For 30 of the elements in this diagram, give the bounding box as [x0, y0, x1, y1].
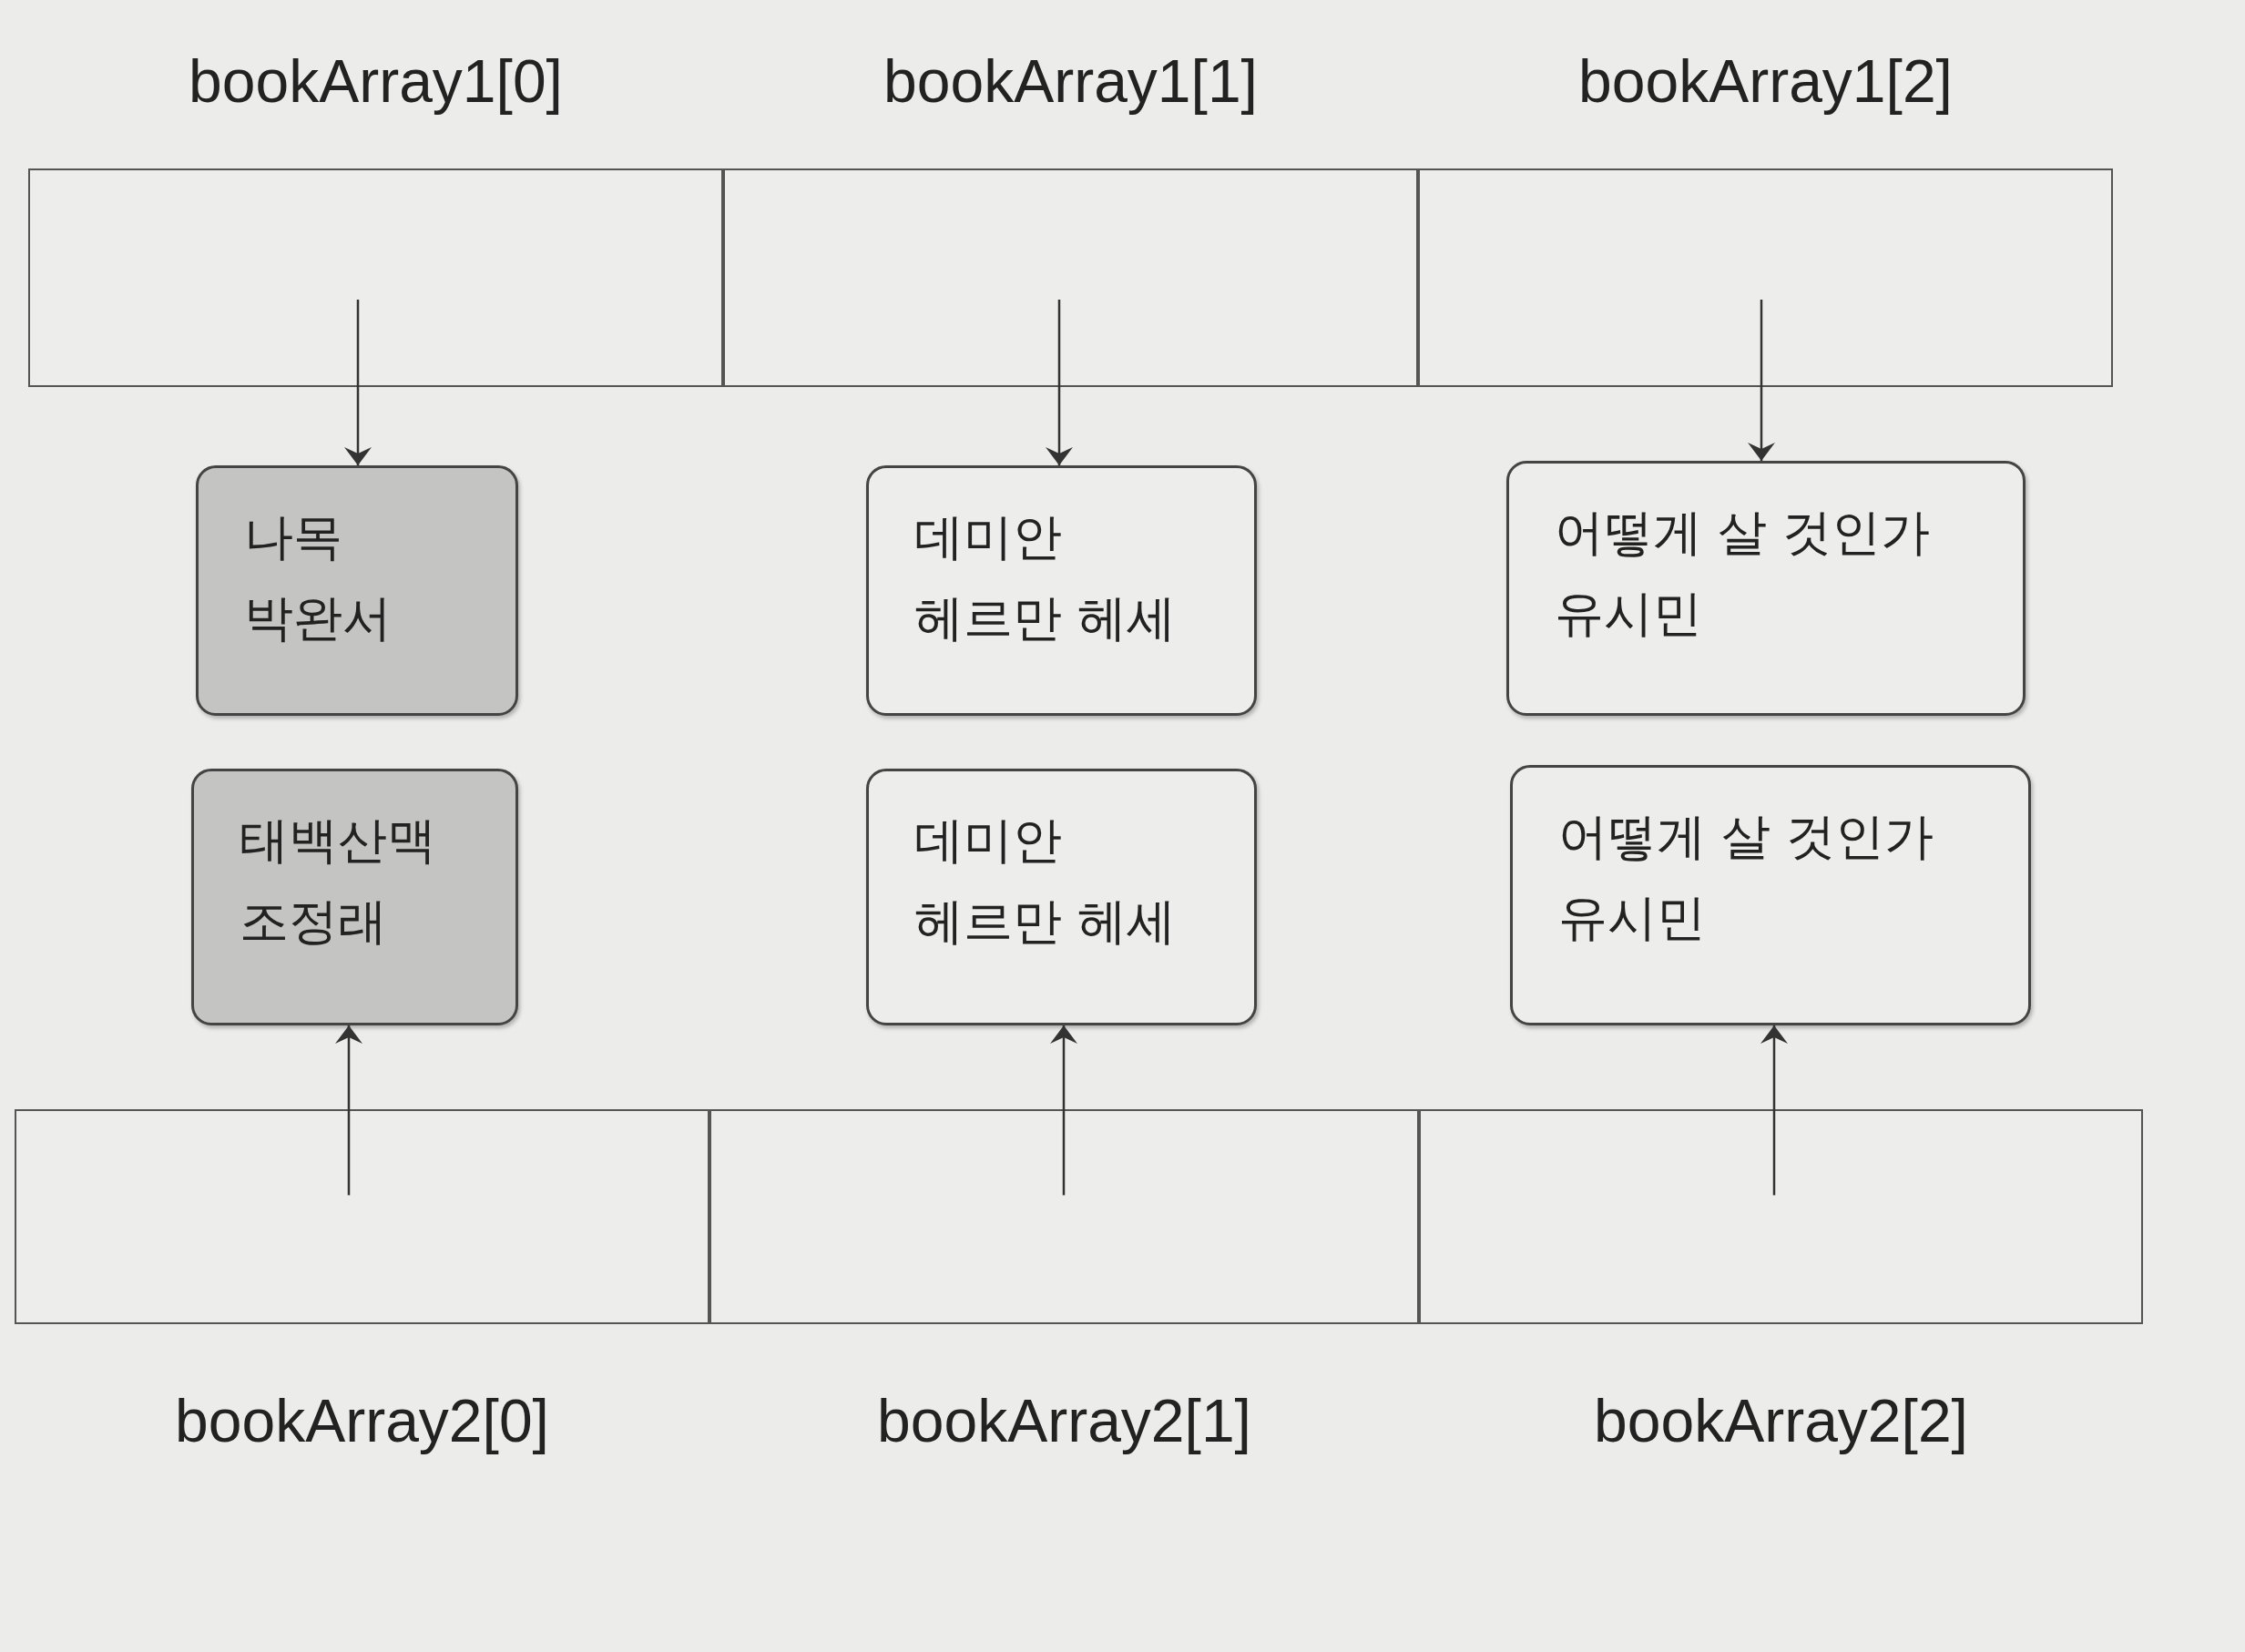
- book-title: 태백산맥: [240, 813, 436, 868]
- book-title: 나목: [244, 510, 342, 565]
- book-box: [866, 769, 1257, 1025]
- array-element-label: bookArray2[1]: [876, 1386, 1252, 1455]
- book-title: 데미안: [914, 813, 1062, 868]
- book-author: 헤르만 헤세: [914, 591, 1177, 646]
- book-box: [1506, 461, 2026, 716]
- book-title: 어떻게 살 것인가: [1558, 810, 1934, 864]
- book-author: 유시민: [1558, 891, 1706, 945]
- array-element-label: bookArray2[0]: [174, 1386, 550, 1455]
- arrow: [344, 300, 372, 465]
- arrow: [1748, 300, 1775, 461]
- array-element-label: bookArray1[2]: [1577, 46, 1954, 116]
- book-title: 어떻게 살 것인가: [1555, 505, 1931, 560]
- arrow: [1050, 1025, 1077, 1196]
- arrow: [335, 1025, 362, 1196]
- book-box: [191, 769, 518, 1025]
- book-box: [1510, 765, 2031, 1025]
- book-title: 데미안: [914, 510, 1062, 565]
- book-author: 유시민: [1555, 586, 1702, 641]
- book-box: [196, 465, 518, 716]
- book-author: 헤르만 헤세: [914, 894, 1177, 949]
- arrow: [1046, 300, 1073, 465]
- book-box: [866, 465, 1257, 716]
- book-author: 조정래: [240, 894, 387, 949]
- arrow: [1760, 1025, 1788, 1196]
- array-element-label: bookArray1[1]: [883, 46, 1259, 116]
- array-element-label: bookArray1[0]: [188, 46, 564, 116]
- book-author: 박완서: [244, 591, 392, 646]
- array-element-label: bookArray2[2]: [1593, 1386, 1969, 1455]
